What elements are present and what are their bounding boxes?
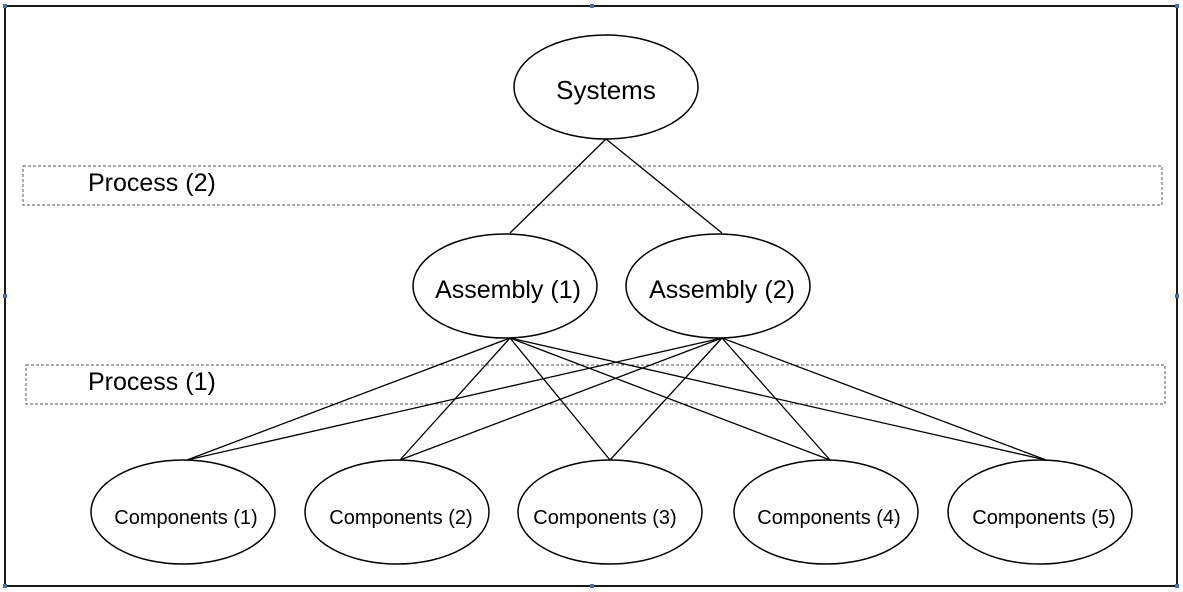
handle-top-left[interactable] <box>3 4 7 8</box>
handle-bottom-left[interactable] <box>3 584 7 588</box>
handle-middle-right[interactable] <box>1175 294 1179 298</box>
handle-middle-left[interactable] <box>3 294 7 298</box>
node-component-2[interactable]: Components (2) <box>304 459 490 565</box>
handle-top-right[interactable] <box>1175 4 1179 8</box>
process-band-1 <box>25 364 1166 405</box>
node-component-2-shape[interactable] <box>304 459 490 565</box>
node-assembly-2[interactable]: Assembly (2) <box>625 233 811 339</box>
node-component-3-label: Components (3) <box>533 507 676 529</box>
edge-systems-assembly-1 <box>509 138 607 234</box>
node-component-3-shape[interactable] <box>517 459 703 565</box>
selection-handles[interactable] <box>3 4 1179 588</box>
node-systems[interactable]: Systems <box>513 34 699 140</box>
edge-assembly-2-component-3 <box>609 337 723 461</box>
node-component-5[interactable]: Components (5) <box>947 459 1133 565</box>
edge-assembly-1-component-1 <box>186 337 511 461</box>
node-component-4[interactable]: Components (4) <box>733 459 919 565</box>
edge-assembly-2-component-1 <box>186 337 723 461</box>
node-systems-shape[interactable] <box>513 34 699 140</box>
node-component-1-label: Components (1) <box>114 507 257 529</box>
edge-assembly-2-component-5 <box>721 337 1047 461</box>
edge-assembly-1-component-4 <box>509 337 831 461</box>
process-band-2-label: Process (2) <box>88 169 216 197</box>
node-assembly-1[interactable]: Assembly (1) <box>412 233 598 339</box>
node-assembly-1-label: Assembly (1) <box>435 276 581 304</box>
connectors <box>186 138 1047 461</box>
node-systems-label: Systems <box>556 75 656 105</box>
node-assembly-1-shape[interactable] <box>412 233 598 339</box>
handle-top-center[interactable] <box>590 4 594 8</box>
process-band-1-label: Process (1) <box>88 368 216 396</box>
edge-assembly-1-component-5 <box>509 337 1047 461</box>
node-component-1[interactable]: Components (1) <box>90 459 276 565</box>
handle-bottom-right[interactable] <box>1175 584 1179 588</box>
edge-systems-assembly-2 <box>605 138 723 234</box>
node-component-5-shape[interactable] <box>947 459 1133 565</box>
node-assembly-2-shape[interactable] <box>625 233 811 339</box>
node-component-4-shape[interactable] <box>733 459 919 565</box>
node-component-1-shape[interactable] <box>90 459 276 565</box>
node-component-2-label: Components (2) <box>329 507 472 529</box>
node-assembly-2-label: Assembly (2) <box>649 276 795 304</box>
process-band-2 <box>22 165 1163 206</box>
handle-bottom-center[interactable] <box>590 584 594 588</box>
node-component-5-label: Components (5) <box>972 507 1115 529</box>
node-component-3[interactable]: Components (3) <box>517 459 703 565</box>
edge-assembly-2-component-4 <box>721 337 831 461</box>
node-component-4-label: Components (4) <box>757 507 900 529</box>
edge-assembly-2-component-2 <box>399 337 723 461</box>
